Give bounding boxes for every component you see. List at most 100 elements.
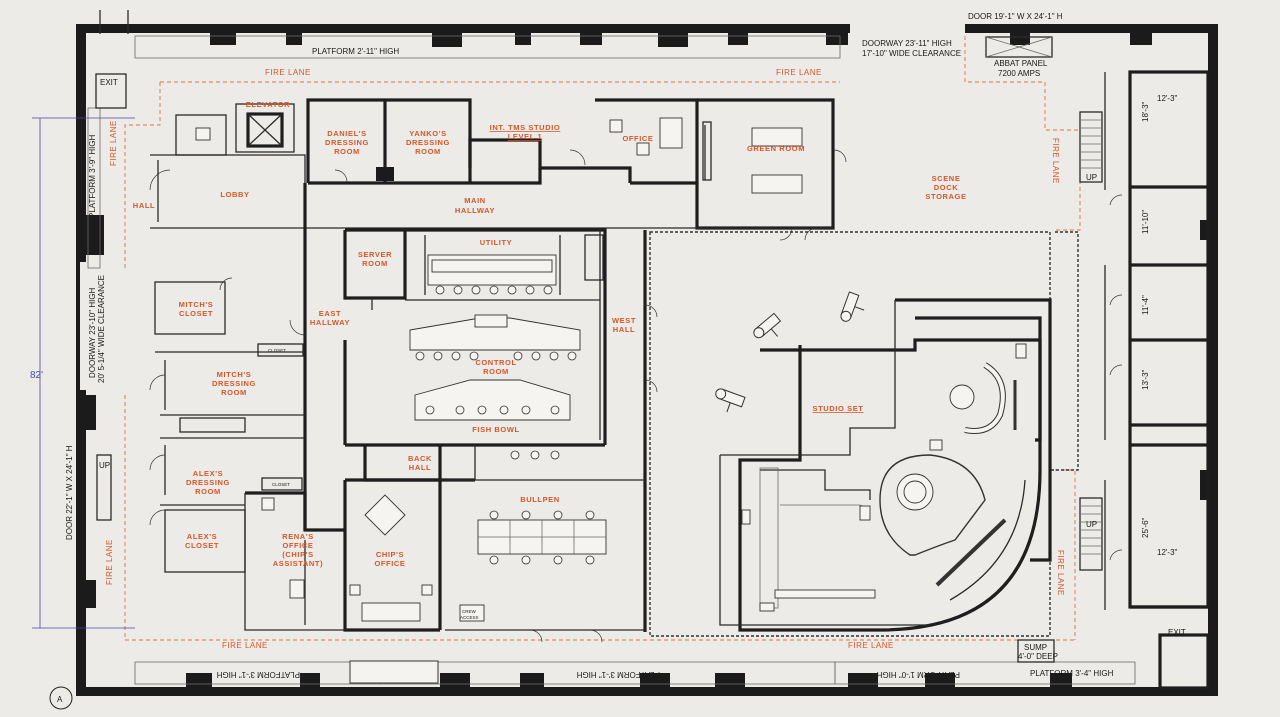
platform-bottom-right: PLATFORM 3'-4" HIGH — [1030, 669, 1114, 678]
platform-top: PLATFORM 2'-11" HIGH — [312, 47, 399, 56]
dimension-label: 82' — [30, 370, 43, 381]
label-control-2: ROOM — [483, 367, 509, 376]
label-elevator: ELEVATOR — [246, 100, 290, 109]
label-alexs-closet-2: CLOSET — [185, 541, 219, 550]
label-yankos-3: ROOM — [415, 147, 441, 156]
fire-lanes — [124, 36, 1081, 641]
abbat-1: ABBAT PANEL — [994, 59, 1048, 68]
label-back-hall-1: BACK — [408, 454, 432, 463]
abbat-panel — [985, 36, 1053, 58]
label-east-hallway-2: HALLWAY — [310, 318, 350, 327]
sump-1: SUMP — [1024, 643, 1047, 652]
label-daniels-2: DRESSING — [325, 138, 369, 147]
bay-label-4: 11'-4" — [1141, 295, 1150, 315]
dimension-line — [32, 117, 135, 629]
label-renas-2: OFFICE — [282, 541, 313, 550]
label-control-1: CONTROL — [475, 358, 516, 367]
closet-label-1: CLOSET — [268, 348, 286, 353]
fire-lane-top-left: FIRE LANE — [265, 68, 311, 77]
label-mitchs-dressing-3: ROOM — [221, 388, 247, 397]
label-daniels-1: DANIEL'S — [327, 129, 367, 138]
fire-lane-left-top: FIRE LANE — [109, 120, 118, 166]
doorway-top-2: 17'-10" WIDE CLEARANCE — [862, 49, 961, 58]
stairs — [96, 111, 1210, 690]
room-labels: ELEVATOR DANIEL'S DRESSING ROOM YANKO'S … — [133, 100, 966, 568]
label-alexs-dressing-1: ALEX'S — [193, 469, 223, 478]
label-yankos-1: YANKO'S — [409, 129, 446, 138]
label-main-hallway-2: HALLWAY — [455, 206, 495, 215]
storage-bay-labels: 12'-3" 18'-3" 11'-10" 11'-4" 13'-3" 25'-… — [1141, 94, 1178, 557]
exit-top: EXIT — [100, 78, 118, 87]
grid-marker-circle — [49, 686, 73, 710]
label-studio-set: STUDIO SET — [812, 404, 863, 413]
exit-bottom: EXIT — [1168, 628, 1186, 637]
fire-lane-bottom-right: FIRE LANE — [848, 641, 894, 650]
fire-lane-labels: FIRE LANE FIRE LANE FIRE LANE FIRE LANE … — [105, 68, 1065, 650]
label-west-hall-1: WEST — [612, 316, 636, 325]
label-renas-4: ASSISTANT) — [273, 559, 323, 568]
door-left: DOOR 22'-1" W X 24'-1" H — [65, 445, 74, 540]
label-mitchs-closet-2: CLOSET — [179, 309, 213, 318]
label-yankos-2: DRESSING — [406, 138, 450, 147]
platform-left: PLATFORM 3'-9" HIGH — [88, 134, 97, 218]
label-lobby: LOBBY — [220, 190, 249, 199]
label-alexs-dressing-2: DRESSING — [186, 478, 230, 487]
platform-bottom-mid-b: PLATFORM 1'-0" HIGH — [876, 670, 960, 679]
sump-2: 4'-0" DEEP — [1018, 652, 1058, 661]
label-renas-3: (CHIP'S — [282, 550, 313, 559]
label-server-2: ROOM — [362, 259, 388, 268]
camera-icons — [715, 291, 865, 413]
bay-label-7: 12'-3" — [1157, 548, 1178, 557]
label-green-room: GREEN ROOM — [747, 144, 805, 153]
grid-marker: A — [57, 695, 63, 704]
platforms — [87, 35, 1136, 685]
label-utility: UTILITY — [480, 238, 513, 247]
label-mitchs-dressing-2: DRESSING — [212, 379, 256, 388]
label-studio-title-1: INT. TMS STUDIO — [490, 123, 561, 132]
label-renas-1: RENA'S — [282, 532, 314, 541]
label-east-hallway-1: EAST — [319, 309, 341, 318]
label-west-hall-2: HALL — [613, 325, 635, 334]
bay-label-1: 12'-3" — [1157, 94, 1178, 103]
fire-lane-right-bottom: FIRE LANE — [1056, 550, 1065, 596]
label-chips-1: CHIP'S — [376, 550, 404, 559]
up-right-top: UP — [1086, 173, 1097, 182]
label-office: OFFICE — [622, 134, 653, 143]
label-mitchs-closet-1: MITCH'S — [179, 300, 214, 309]
storage-bays — [1104, 70, 1210, 610]
fire-lane-bottom-left: FIRE LANE — [222, 641, 268, 650]
label-main-hallway-1: MAIN — [464, 196, 486, 205]
fire-lane-left-bottom: FIRE LANE — [105, 539, 114, 585]
closet-label-2: CLOSET — [272, 482, 290, 487]
bay-label-3: 11'-10" — [1141, 210, 1150, 234]
doorway-left-2: 20' 5-1/4" WIDE CLEARANCE — [97, 275, 106, 383]
door-swings — [149, 149, 1123, 643]
label-back-hall-2: HALL — [409, 463, 431, 472]
interior-walls — [150, 98, 835, 632]
label-fish-bowl: FISH BOWL — [472, 425, 519, 434]
doorway-left-1: DOORWAY 23'-10" HIGH — [88, 287, 97, 378]
label-bullpen: BULLPEN — [520, 495, 560, 504]
up-left: UP — [99, 461, 110, 470]
studio-area — [649, 231, 1079, 637]
label-scene-dock-1: SCENE — [932, 174, 961, 183]
abbat-2: 7200 AMPS — [998, 69, 1040, 78]
crew-access-1: CREW — [462, 609, 477, 614]
bay-label-2: 18'-3" — [1141, 101, 1150, 122]
crew-access-2: ACCESS — [460, 615, 479, 620]
black-labels: PLATFORM 2'-11" HIGH PLATFORM 3'-9" HIGH… — [30, 12, 1186, 704]
label-server-1: SERVER — [358, 250, 392, 259]
label-mitchs-dressing-1: MITCH'S — [217, 370, 252, 379]
platform-bottom-mid-a: PLATFORM 3'-1" HIGH — [576, 670, 660, 679]
up-right-bottom: UP — [1086, 520, 1097, 529]
fire-lane-right-top: FIRE LANE — [1051, 138, 1060, 184]
label-scene-dock-2: DOCK — [934, 183, 958, 192]
label-studio-title-2: LEVEL 1 — [508, 132, 543, 141]
label-alexs-closet-1: ALEX'S — [187, 532, 217, 541]
exterior-walls — [76, 22, 1218, 696]
doorway-top-1: DOORWAY 23'-11" HIGH — [862, 39, 952, 48]
bay-label-5: 13'-3" — [1141, 369, 1150, 390]
label-scene-dock-3: STORAGE — [925, 192, 966, 201]
label-daniels-3: ROOM — [334, 147, 360, 156]
